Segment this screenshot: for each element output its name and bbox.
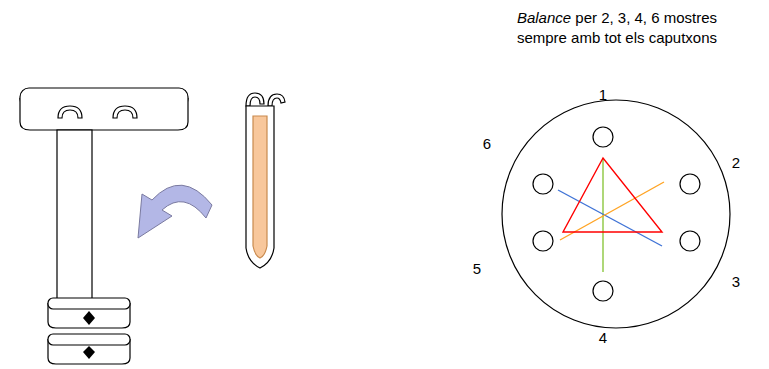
tube-position [533, 231, 553, 251]
position-number: 6 [483, 134, 491, 153]
sample-tube [246, 93, 285, 268]
tube-position [593, 127, 613, 147]
tube-position [680, 174, 700, 194]
tube-holder [58, 106, 82, 118]
rotor-side [20, 98, 188, 130]
rotor [20, 88, 188, 364]
curved-arrow [138, 185, 212, 238]
balance-line [558, 190, 662, 246]
tube-body [246, 106, 274, 268]
shaft-disc-top [48, 334, 130, 345]
diamond-mark [83, 346, 95, 359]
tube-cap [246, 93, 264, 106]
position-number: 2 [732, 153, 740, 172]
position-number: 1 [599, 85, 607, 104]
position-number: 3 [732, 272, 740, 291]
tube-position [533, 174, 553, 194]
tube-position [593, 281, 613, 301]
position-number: 5 [473, 259, 481, 278]
balance-triangle [563, 158, 662, 232]
tube-lid [268, 94, 285, 106]
rotor-plan [502, 100, 730, 328]
tube-position [680, 231, 700, 251]
shaft-disc-top [48, 298, 130, 309]
tube-holder [113, 106, 137, 118]
tube-positions [533, 127, 700, 301]
position-number: 4 [599, 328, 607, 347]
diamond-mark [83, 311, 95, 325]
rotor-shaft [57, 130, 92, 306]
tube-sample [253, 116, 267, 258]
title: Balance per 2, 3, 4, 6 mostres sempre am… [492, 8, 742, 48]
